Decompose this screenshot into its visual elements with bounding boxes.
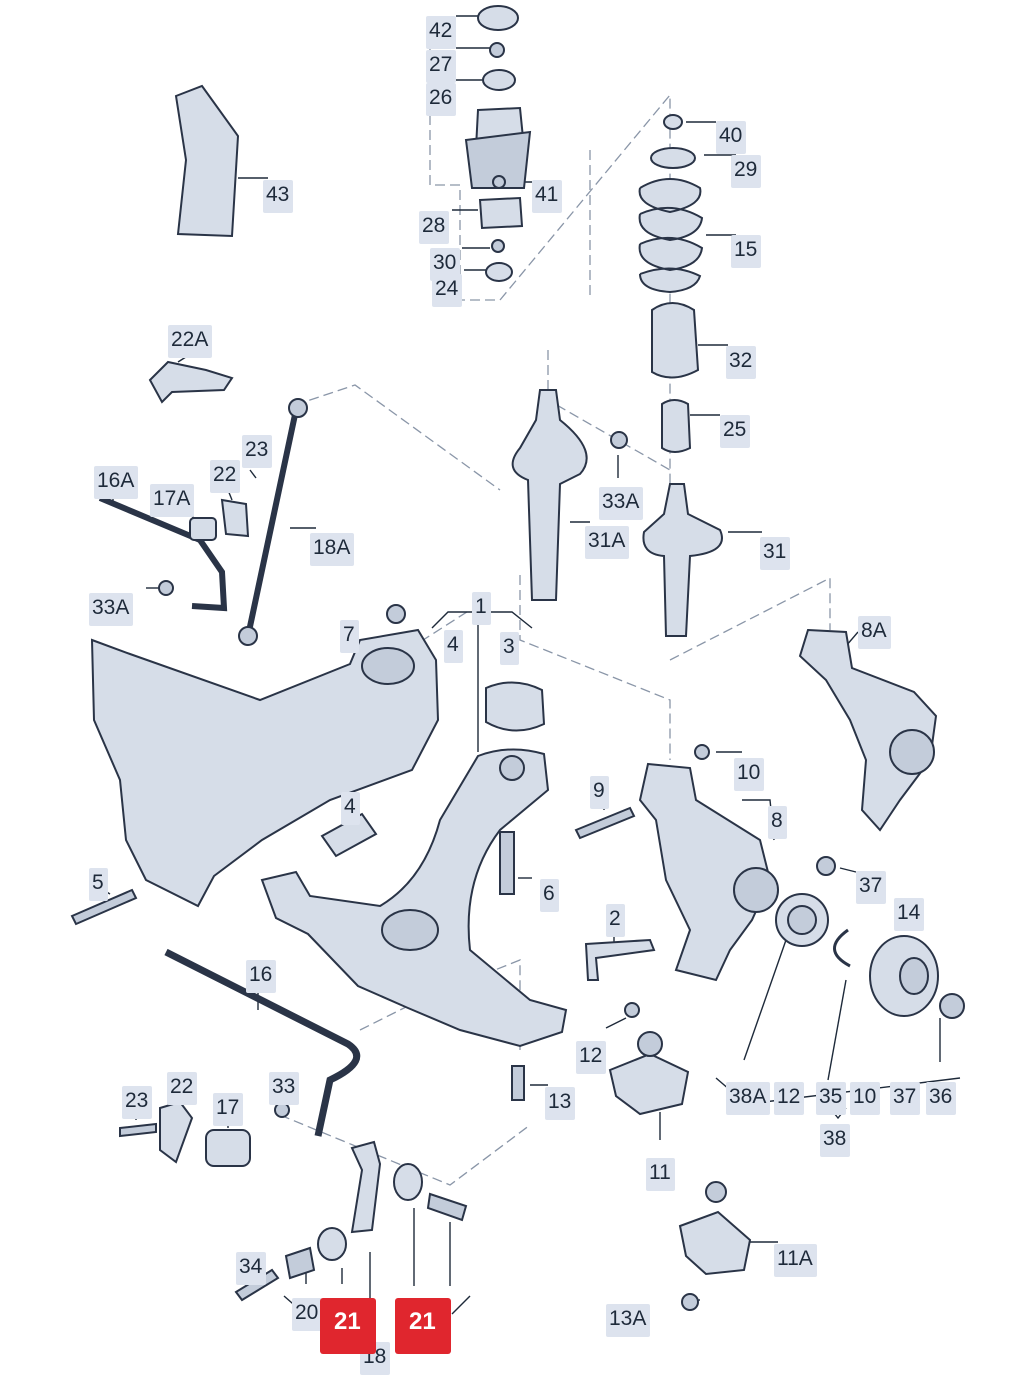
knuckle-8A	[798, 628, 938, 832]
callout-22-bottom[interactable]: 22	[167, 1072, 198, 1105]
callout-31A[interactable]: 31A	[585, 526, 630, 559]
grease-tube	[174, 84, 240, 238]
callout-23-bottom[interactable]: 23	[122, 1086, 153, 1119]
callout-33[interactable]: 33	[269, 1072, 300, 1105]
strut-31A	[511, 389, 588, 601]
callout-33A-left[interactable]: 33A	[89, 593, 134, 626]
top-cap-42	[477, 5, 519, 31]
callout-6[interactable]: 6	[540, 879, 559, 912]
callout-2[interactable]: 2	[606, 904, 625, 937]
callout-29[interactable]: 29	[731, 155, 762, 188]
knuckle-8	[638, 762, 772, 982]
callout-11[interactable]: 11	[646, 1158, 675, 1191]
callout-4-top[interactable]: 4	[444, 630, 463, 663]
callout-31[interactable]: 31	[760, 537, 791, 570]
callout-16A[interactable]: 16A	[94, 466, 139, 499]
callout-5[interactable]: 5	[89, 868, 108, 901]
callout-8[interactable]: 8	[768, 806, 787, 839]
callout-21-highlight-left[interactable]: 21	[320, 1298, 376, 1354]
strut-31	[642, 483, 723, 637]
subframe	[90, 628, 440, 908]
callout-37-top[interactable]: 37	[856, 871, 887, 904]
callout-12-left[interactable]: 12	[576, 1041, 607, 1074]
callout-22[interactable]: 22	[210, 460, 241, 493]
ball-joint-11	[608, 1052, 690, 1116]
coil-spring	[638, 178, 704, 294]
callout-8A[interactable]: 8A	[858, 616, 891, 649]
callout-3[interactable]: 3	[500, 632, 519, 665]
callout-15[interactable]: 15	[731, 235, 762, 268]
callout-36[interactable]: 36	[926, 1082, 957, 1115]
parts	[70, 5, 965, 1311]
callout-26[interactable]: 26	[426, 83, 457, 116]
callout-10-bottom[interactable]: 10	[850, 1082, 881, 1115]
ball-joint-11A	[678, 1210, 752, 1276]
callout-10-top[interactable]: 10	[734, 758, 765, 791]
callout-33A-right[interactable]: 33A	[599, 487, 644, 520]
callout-23[interactable]: 23	[242, 435, 273, 468]
callout-13A[interactable]: 13A	[606, 1304, 651, 1337]
callout-40[interactable]: 40	[716, 121, 747, 154]
callout-35[interactable]: 35	[816, 1082, 847, 1115]
callout-17[interactable]: 17	[213, 1093, 244, 1126]
callout-17A[interactable]: 17A	[150, 484, 195, 517]
callout-28[interactable]: 28	[419, 211, 450, 244]
callout-37-bottom[interactable]: 37	[890, 1082, 921, 1115]
callout-18A[interactable]: 18A	[310, 533, 355, 566]
callout-38A[interactable]: 38A	[726, 1082, 771, 1115]
callout-11A[interactable]: 11A	[774, 1244, 817, 1277]
callout-32[interactable]: 32	[726, 346, 757, 379]
callout-9[interactable]: 9	[590, 776, 609, 809]
callout-27[interactable]: 27	[426, 50, 457, 83]
callout-25[interactable]: 25	[720, 415, 751, 448]
callout-22A[interactable]: 22A	[168, 325, 213, 358]
callout-43[interactable]: 43	[263, 180, 294, 213]
callout-21-highlight-right[interactable]: 21	[395, 1298, 451, 1354]
control-arm	[260, 748, 568, 1048]
callout-38[interactable]: 38	[820, 1124, 851, 1157]
callout-42[interactable]: 42	[426, 16, 457, 49]
callout-14[interactable]: 14	[894, 898, 925, 931]
callout-24[interactable]: 24	[432, 274, 463, 307]
callout-13[interactable]: 13	[545, 1087, 576, 1120]
callout-41[interactable]: 41	[532, 180, 563, 213]
callout-34[interactable]: 34	[236, 1252, 267, 1285]
callout-20[interactable]: 20	[292, 1298, 323, 1331]
link-18	[350, 1140, 382, 1234]
callout-4-mid[interactable]: 4	[341, 792, 360, 825]
dust-boot	[651, 302, 700, 379]
callout-7[interactable]: 7	[340, 620, 359, 653]
callout-12-right[interactable]: 12	[774, 1082, 805, 1115]
callout-16[interactable]: 16	[246, 960, 277, 993]
callout-1[interactable]: 1	[472, 592, 491, 625]
